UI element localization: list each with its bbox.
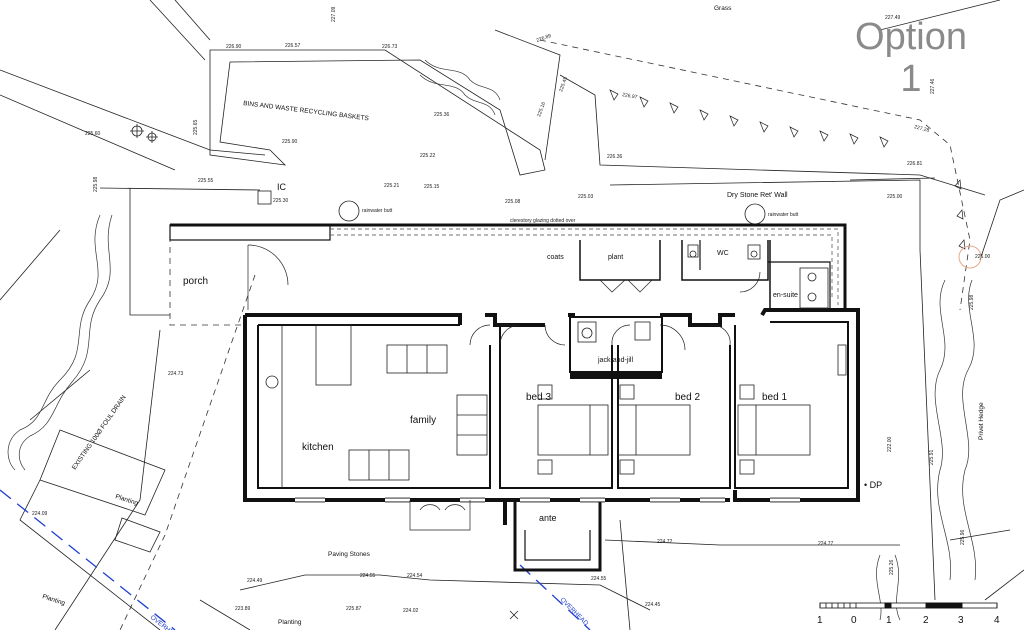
room-ante: ante xyxy=(539,513,557,523)
option-title: Option 1 xyxy=(846,16,976,100)
level: 225.90 xyxy=(282,139,298,145)
grass-label: Grass xyxy=(714,5,732,12)
rainbutt-2-label: rainwater butt xyxy=(768,212,799,218)
level: 225.16 xyxy=(536,101,547,118)
level: 225.00 xyxy=(887,194,903,200)
level: 225.65 xyxy=(193,119,199,135)
room-ensuite: en-suite xyxy=(773,292,798,299)
wall-triangles xyxy=(609,89,966,250)
room-porch: porch xyxy=(183,276,208,287)
paving-label: Paving Stones xyxy=(328,551,371,558)
overhead-2-label: OVERHEAD xyxy=(559,596,590,627)
level: 227.28 xyxy=(913,124,930,134)
level: 225.22 xyxy=(420,153,436,159)
option-title-line1: Option xyxy=(855,16,967,58)
level: 225.15 xyxy=(424,184,440,190)
level: 225.21 xyxy=(384,183,400,189)
level: 226.73 xyxy=(382,44,398,50)
overhead-1-label: OVERHE xyxy=(149,614,175,630)
room-kitchen: kitchen xyxy=(302,442,334,453)
level: 224.55 xyxy=(360,573,376,579)
scale-tick: 1 xyxy=(886,615,892,626)
spot-levels: 227.09 226.57 226.73 226.90 225.65 226.8… xyxy=(32,6,991,614)
room-family: family xyxy=(410,415,436,426)
ic-label: IC xyxy=(277,182,287,192)
level: 225.55 xyxy=(198,178,214,184)
level: 224.45 xyxy=(645,602,661,608)
room-coats: coats xyxy=(547,254,564,261)
foul-drain-label: EXISTING 100Ø FOUL DRAIN xyxy=(71,394,128,471)
level: 224.77 xyxy=(818,541,834,547)
level: 225.96 xyxy=(960,529,966,545)
level: 225.03 xyxy=(578,194,594,200)
level: 227.09 xyxy=(331,6,337,22)
level: 225.60 xyxy=(85,131,101,137)
level: 224.49 xyxy=(247,578,263,584)
planting-1-label: Planting xyxy=(114,493,139,507)
room-bed1: bed 1 xyxy=(762,392,787,403)
privet-label: Privet Hedge xyxy=(978,402,985,440)
room-wc: WC xyxy=(717,250,729,257)
rainbutt-1-label: rainwater butt xyxy=(362,208,393,214)
level: 226.36 xyxy=(607,154,623,160)
scale-tick: 3 xyxy=(958,615,964,626)
level: 225.98 xyxy=(93,176,99,192)
building xyxy=(169,223,860,572)
scale-labels: 1 0 1 2 3 4 xyxy=(817,615,1000,626)
level: 226.57 xyxy=(285,43,301,49)
ic-box xyxy=(257,190,272,205)
labels: porch kitchen family bed 3 bed 2 bed 1 c… xyxy=(41,5,985,630)
scale-tick: 1 xyxy=(817,615,823,626)
scale-tick: 4 xyxy=(994,615,1000,626)
blue-lines xyxy=(0,489,591,630)
level: 224.02 xyxy=(403,608,419,614)
level: 227.46 xyxy=(930,78,936,94)
level: 225.36 xyxy=(434,112,450,118)
planting-3-label: Planting xyxy=(278,619,302,626)
level: 225.26 xyxy=(889,559,895,575)
scale-bar xyxy=(819,602,998,609)
highlight-circle xyxy=(958,245,982,269)
bins-label: BINS AND WASTE RECYCLING BASKETS xyxy=(243,100,370,122)
room-bed2: bed 2 xyxy=(675,392,700,403)
planting-2-label: Planting xyxy=(41,593,66,607)
room-bed3: bed 3 xyxy=(526,392,551,403)
level: 226.90 xyxy=(226,44,242,50)
option-title-line2: 1 xyxy=(900,58,922,100)
level: 225.30 xyxy=(273,198,289,204)
level: 226.97 xyxy=(622,92,638,101)
scale-tick: 2 xyxy=(923,615,929,626)
level: 224.72 xyxy=(657,539,673,545)
level: 225.91 xyxy=(929,449,935,465)
level: 226.00 xyxy=(975,254,991,260)
level: 226.89 xyxy=(536,33,553,44)
level: 224.09 xyxy=(32,511,48,517)
drystone-label: Dry Stone Ret' Wall xyxy=(727,192,788,199)
level: 223.89 xyxy=(235,606,251,612)
dp-label: • DP xyxy=(864,480,882,490)
level: 225.98 xyxy=(969,294,975,310)
room-plant: plant xyxy=(608,254,623,261)
level: 226.81 xyxy=(907,161,923,167)
hedges xyxy=(7,59,977,621)
survey-marks xyxy=(130,124,519,620)
dashed-boundary xyxy=(119,39,971,630)
scale-tick: 0 xyxy=(851,615,857,626)
clerestory-label: clerestory glazing dotted over xyxy=(510,218,576,224)
level: 222.00 xyxy=(887,436,893,452)
level: 224.54 xyxy=(407,573,423,579)
level: 225.08 xyxy=(505,199,521,205)
room-jack-and-jill: jack-and-jill xyxy=(597,357,633,364)
level: 224.73 xyxy=(168,371,184,377)
planting-boxes xyxy=(39,429,166,553)
level: 224.55 xyxy=(591,576,607,582)
level: 227.49 xyxy=(885,15,901,21)
level: 225.45 xyxy=(558,76,569,93)
level: 225.87 xyxy=(346,606,362,612)
